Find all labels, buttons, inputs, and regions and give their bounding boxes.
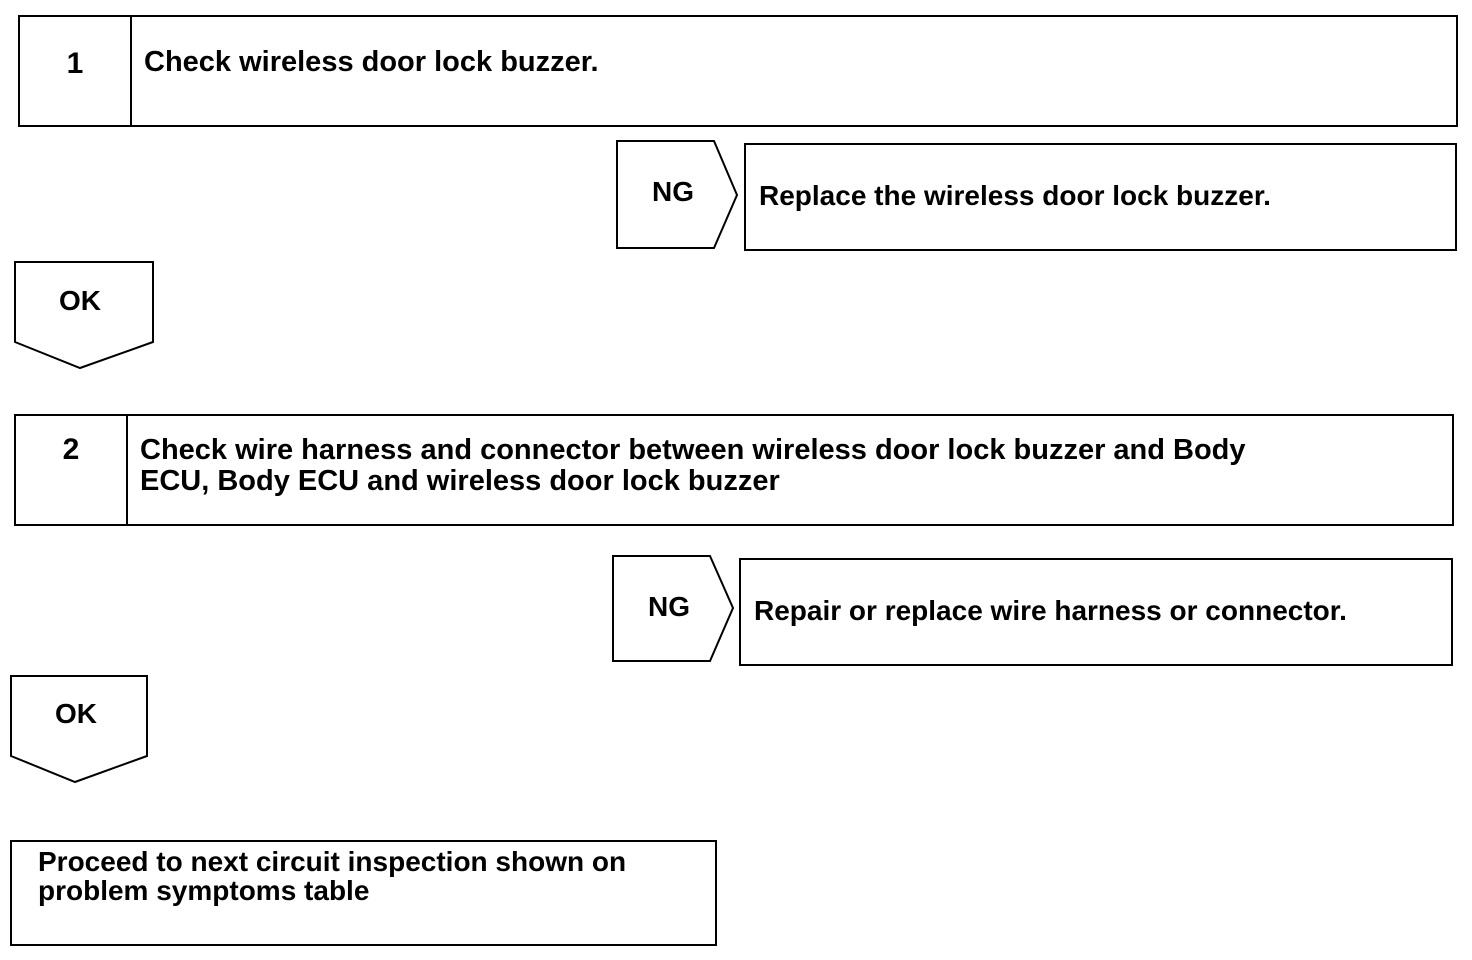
ng-label-2: NG bbox=[648, 591, 690, 622]
ng-arrow-1 bbox=[616, 140, 739, 249]
ng-action-1-box: Replace the wireless door lock buzzer. bbox=[744, 143, 1457, 251]
final-instruction-box: Proceed to next circuit inspection shown… bbox=[10, 840, 717, 946]
step-1-box: 1 Check wireless door lock buzzer. bbox=[18, 15, 1458, 127]
step-2-title-line2: ECU, Body ECU and wireless door lock buz… bbox=[140, 465, 780, 497]
ng-action-2-box: Repair or replace wire harness or connec… bbox=[739, 558, 1453, 666]
final-instruction-line1: Proceed to next circuit inspection shown… bbox=[38, 846, 627, 877]
ok-arrow-1 bbox=[14, 261, 154, 370]
step-2-number: 2 bbox=[16, 416, 128, 524]
ng-label-1: NG bbox=[652, 176, 694, 207]
ok-arrow-2 bbox=[10, 675, 148, 784]
ok-label-2: OK bbox=[55, 698, 97, 729]
step-1-title: Check wireless door lock buzzer. bbox=[144, 46, 599, 78]
step-2-title-line1: Check wire harness and connector between… bbox=[140, 434, 1246, 466]
step-1-number: 1 bbox=[20, 17, 132, 125]
ng-action-1-text: Replace the wireless door lock buzzer. bbox=[759, 180, 1271, 211]
step-2-title: Check wire harness and connector between… bbox=[128, 416, 1452, 524]
ok-label-1: OK bbox=[59, 285, 101, 316]
final-instruction-line2: problem symptoms table bbox=[38, 875, 370, 906]
step-2-box: 2 Check wire harness and connector betwe… bbox=[14, 414, 1454, 526]
ng-arrow-2 bbox=[612, 555, 735, 662]
ng-action-2-text: Repair or replace wire harness or connec… bbox=[754, 595, 1347, 626]
